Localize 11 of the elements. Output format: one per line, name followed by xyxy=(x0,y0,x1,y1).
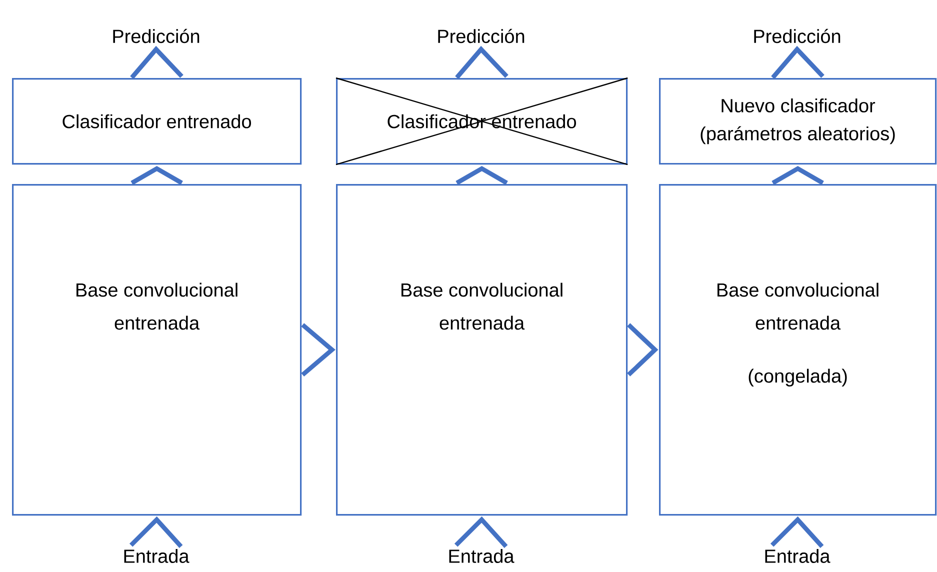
output-label: Predicción xyxy=(438,28,524,44)
input-label: Entrada xyxy=(449,549,514,563)
classifier-box: Nuevo clasificador (parámetros aleatorios) xyxy=(659,78,937,165)
convolutional-base-box: Base convolucional entrenada (congelada) xyxy=(659,184,937,516)
convolutional-base-box: Base convolucional entrenada xyxy=(336,184,628,516)
input-label: Entrada xyxy=(124,549,190,563)
output-label: Predicción xyxy=(113,28,200,44)
input-label: Entrada xyxy=(765,549,830,563)
convolutional-base-box: Base convolucional entrenada xyxy=(12,184,302,516)
output-label: Predicción xyxy=(754,28,840,44)
classifier-box: Clasificador entrenado xyxy=(12,78,302,165)
